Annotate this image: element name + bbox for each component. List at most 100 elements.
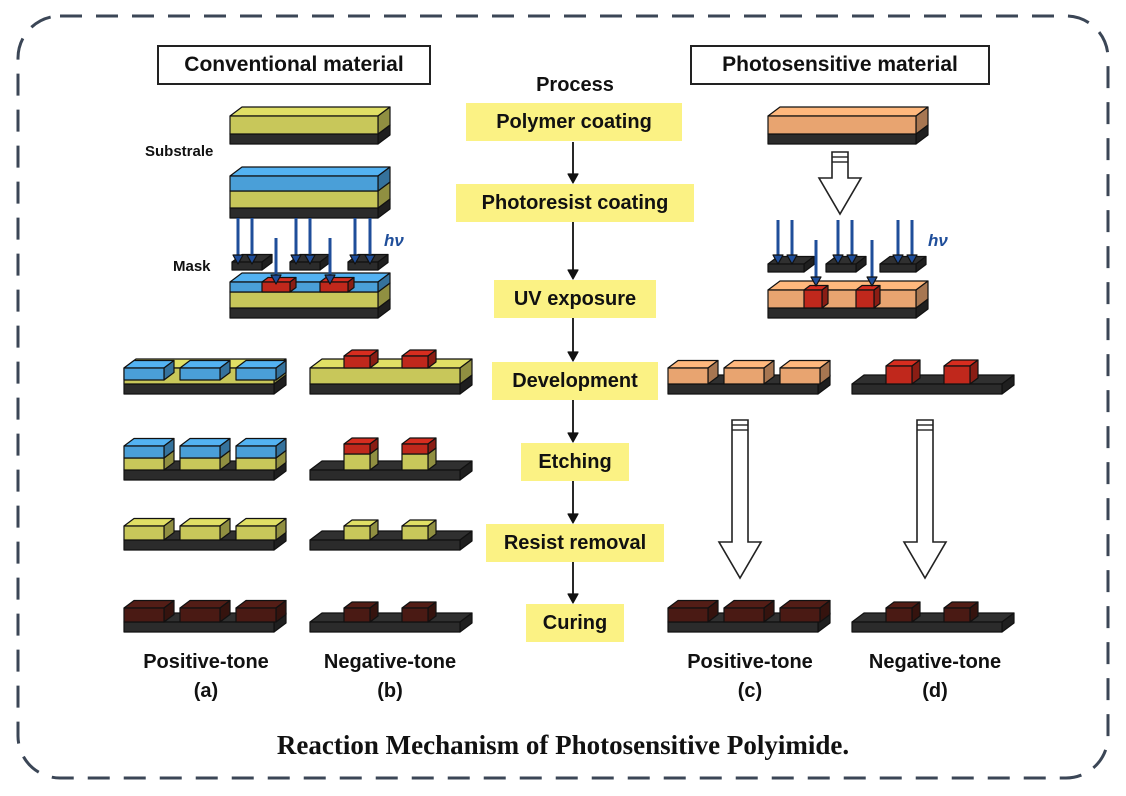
substrate-layer [123, 469, 275, 481]
substrate-label: Substrale [145, 143, 214, 160]
cured-block [779, 607, 821, 623]
substrate-layer [309, 469, 461, 481]
substrate-layer [123, 539, 275, 551]
process-arrow [567, 513, 579, 524]
hv-label-right: hν [928, 231, 948, 250]
step-photoresist-coating: Photoresist coating [456, 184, 694, 222]
column-d-tone: Negative-tone [868, 651, 1002, 673]
column-a-letter: (a) [193, 680, 219, 702]
uv-arrow [270, 274, 282, 285]
polyimide-block [179, 457, 221, 471]
polyimide-layer [309, 358, 473, 369]
uv-arrow [866, 276, 878, 287]
substrate-layer [851, 621, 1003, 633]
cured-block [885, 607, 913, 623]
substrate-layer [309, 460, 473, 471]
photoresist-block [179, 445, 221, 459]
step-etching: Etching [521, 443, 629, 481]
hv-label-left: hν [384, 231, 404, 250]
exposed-region [803, 289, 823, 309]
substrate-layer [309, 539, 461, 551]
column-c-tone: Positive-tone [687, 651, 813, 673]
substrate-layer [229, 207, 379, 219]
cured-block [943, 607, 971, 623]
polyimide-block [343, 525, 371, 541]
cured-block [343, 607, 371, 623]
process-arrow [567, 173, 579, 184]
polyimide-block [235, 457, 277, 471]
uv-arrow [290, 254, 302, 265]
photoresist-layer [229, 166, 391, 177]
uv-arrow [304, 254, 316, 265]
polyimide-layer [229, 115, 379, 135]
cured-block [723, 607, 765, 623]
polyimide-layer [309, 367, 461, 385]
substrate-layer [309, 530, 473, 541]
exposed-region [873, 284, 881, 309]
mask-block [825, 263, 857, 273]
polyimide-block [123, 457, 165, 471]
substrate-layer [851, 612, 1015, 623]
mask-block [289, 261, 321, 271]
exposed-block [401, 443, 429, 455]
exposed-region [821, 284, 829, 309]
column-d-letter: (d) [922, 680, 948, 702]
polyimide-block [123, 525, 165, 541]
exposed-block [401, 355, 429, 369]
step-resist-removal: Resist removal [486, 524, 664, 562]
substrate-layer [229, 307, 379, 319]
uv-arrow [349, 254, 361, 265]
header-process: Process [536, 74, 614, 96]
uv-arrow [246, 254, 258, 265]
substrate-layer [851, 374, 1015, 385]
polyimide-block [343, 453, 371, 471]
substrate-layer [851, 383, 1003, 395]
photoresist-block [123, 367, 165, 381]
uv-arrow [786, 254, 798, 265]
polyimide-layer [229, 291, 379, 309]
substrate-layer [309, 612, 473, 623]
photosensitive-layer [767, 115, 917, 135]
step-curing: Curing [526, 604, 624, 642]
uv-arrow [846, 254, 858, 265]
column-b-letter: (b) [377, 680, 403, 702]
polyimide-layer [229, 106, 391, 117]
column-a-tone: Positive-tone [143, 651, 269, 673]
uv-arrow [906, 254, 918, 265]
uv-arrow [810, 276, 822, 287]
process-arrow [567, 593, 579, 604]
figure-caption: Reaction Mechanism of Photosensitive Pol… [276, 730, 850, 760]
process-arrow [567, 432, 579, 443]
photoresist-layer [229, 175, 379, 192]
cured-block [179, 607, 221, 623]
mask-block [231, 261, 263, 271]
polyimide-block [179, 525, 221, 541]
photosensitive-layer [767, 106, 929, 117]
polyimide-block [401, 453, 429, 471]
process-hollow-arrow [817, 151, 863, 216]
process-arrow [567, 351, 579, 362]
substrate-layer [767, 307, 917, 319]
exposed-block [343, 355, 371, 369]
polyimide-layer [229, 190, 379, 209]
mask-label: Mask [173, 258, 211, 275]
polyimide-block [401, 525, 429, 541]
uv-arrow [364, 254, 376, 265]
substrate-layer [667, 621, 819, 633]
step-uv-exposure: UV exposure [494, 280, 656, 318]
cured-block [123, 607, 165, 623]
substrate-layer [667, 383, 819, 395]
photoresist-layer [229, 281, 379, 293]
photosensitive-layer [767, 289, 917, 309]
exposed-region [261, 281, 291, 293]
substrate-layer [767, 133, 917, 145]
exposed-block [943, 365, 971, 385]
substrate-layer [229, 133, 379, 145]
cured-block [401, 607, 429, 623]
exposed-region [319, 281, 349, 293]
photoresist-block [235, 445, 277, 459]
process-hollow-arrow [717, 419, 763, 580]
header-photosensitive: Photosensitive material [690, 45, 990, 85]
